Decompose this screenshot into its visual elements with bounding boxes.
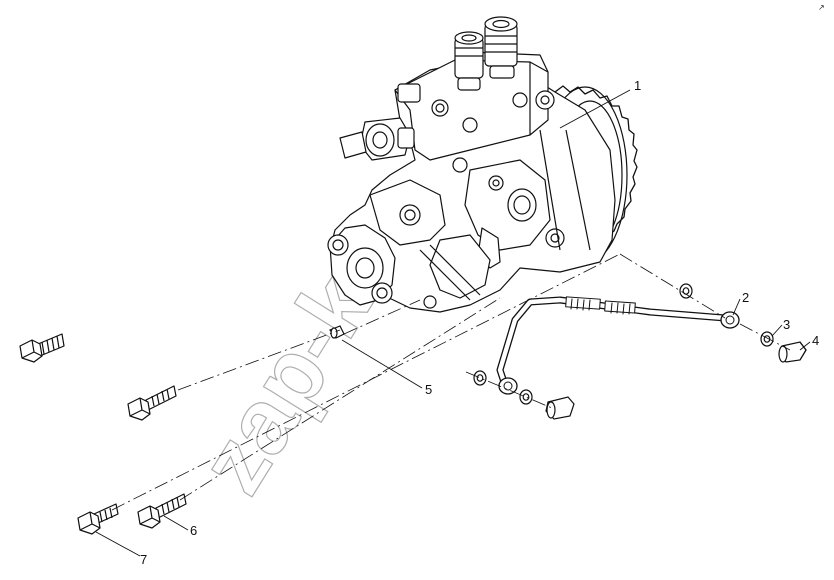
pressure-control-valve (339, 117, 415, 161)
callout-2: 2 (742, 290, 749, 305)
fuel-return-pipe (496, 296, 740, 395)
callout-5: 5 (425, 382, 432, 397)
sealing-washers (473, 283, 774, 405)
bolt-item-7 (77, 503, 119, 535)
bolt-b (127, 385, 177, 421)
outlet-fitting-left (454, 31, 484, 91)
callout-1: 1 (634, 78, 641, 93)
assembly-centerlines (111, 253, 791, 511)
fuel-pump-assembly (327, 16, 638, 313)
callout-6: 6 (190, 523, 197, 538)
bolt-a (19, 333, 65, 363)
banjo-bolt-bottom (545, 396, 575, 420)
callout-4: 4 (812, 333, 819, 348)
callout-7: 7 (140, 552, 147, 567)
corner-mark: ↗ (818, 3, 825, 12)
callout-3: 3 (783, 317, 790, 332)
banjo-bolt-right (778, 341, 807, 363)
feed-pump (327, 179, 446, 306)
outlet-fitting-right (484, 16, 518, 79)
mounting-bolts (19, 333, 187, 535)
bolt-item-6 (137, 493, 187, 529)
leader-lines (95, 89, 811, 557)
